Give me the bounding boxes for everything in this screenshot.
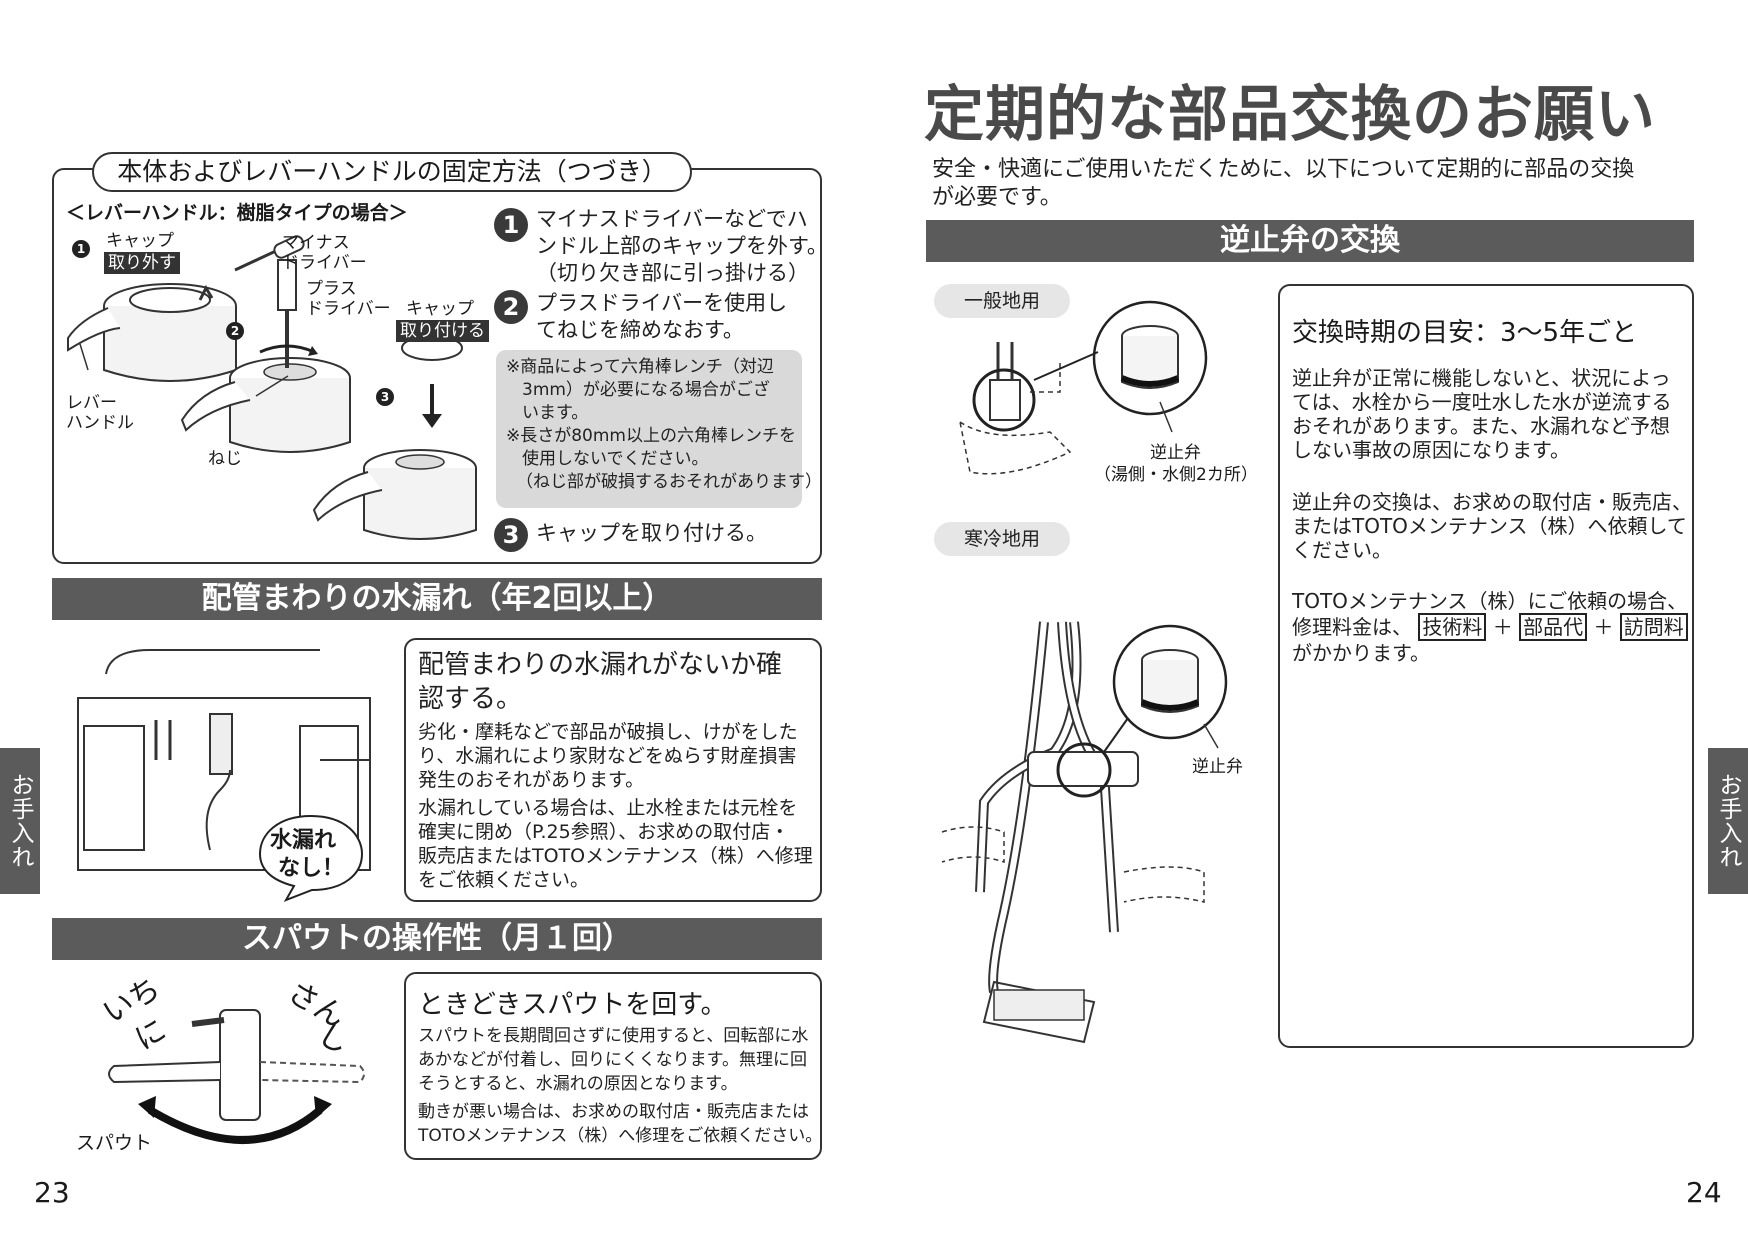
page-number-left: 23 — [34, 1176, 70, 1209]
valve-label-general-1: 逆止弁 — [1150, 443, 1201, 463]
bubble-text-2: なし！ — [278, 856, 345, 881]
step-2-number: 2 — [494, 290, 528, 324]
leak-para-2: 水漏れしている場合は、止水栓または元栓を 確実に閉め（P.25参照）、お求めの取… — [418, 797, 813, 891]
fig-label-remove: 取り外す — [104, 248, 180, 274]
speech-bubble — [258, 814, 364, 902]
side-tab-right: お手入れ — [1708, 748, 1748, 894]
valve-label-general-2: （湯側・水側2カ所） — [1094, 465, 1258, 485]
cold-valve-illustration — [941, 621, 1228, 1044]
replacement-para-2: 逆止弁の交換は、お求めの取付店・販売店、 またはTOTOメンテナンス（株）へ依頼… — [1292, 490, 1692, 562]
fee-parts: 部品代 — [1519, 613, 1588, 641]
leak-section-bar: 配管まわりの水漏れ（年2回以上） — [52, 578, 822, 620]
caution-note-text: ※商品によって六角棒レンチ（対辺 3mm）が必要になる場合がござ います。 ※長… — [506, 357, 822, 492]
fig-label-minus-driver-1: マイナス — [282, 233, 350, 253]
fig-label-lever-1: レバー — [66, 393, 117, 413]
fee-visit: 訪問料 — [1619, 613, 1688, 641]
fig-label-lever-2: ハンドル — [66, 413, 134, 433]
fig-step-2-marker: 2 — [226, 322, 244, 340]
leak-para-1: 劣化・摩耗などで部品が破損し、けがをした り、水漏れにより家財などをぬらす財産損… — [418, 721, 798, 791]
leak-heading: 配管まわりの水漏れがないか確 認する。 — [418, 650, 783, 714]
fig-label-plus-driver-1: プラス — [306, 279, 357, 299]
general-valve-illustration — [958, 300, 1208, 475]
step-3-number: 3 — [494, 518, 528, 552]
fig-step-1-marker: 1 — [72, 240, 90, 258]
spout-info-box — [404, 972, 822, 1160]
fix-section-title: 本体およびレバーハンドルの固定方法（つづき） — [117, 157, 667, 186]
replacement-para-1: 逆止弁が正常に機能しないと、状況によっ ては、水栓から一度吐水した水が逆流する … — [1292, 366, 1672, 462]
spout-para-2: 動きが悪い場合は、お求めの取付店・販売店または TOTOメンテナンス（株）へ修理… — [418, 1102, 823, 1146]
lever-handle-illustration — [67, 235, 477, 540]
right-intro: 安全・快適にご使用いただくために、以下について定期的に部品の交換 が必要です。 — [932, 157, 1635, 210]
page-number-right: 24 — [1686, 1176, 1722, 1209]
fig-label-plus-driver-2: ドライバー — [306, 299, 391, 319]
step-1-number: 1 — [494, 208, 528, 242]
fig-label-minus-driver-2: ドライバー — [282, 253, 367, 273]
fig-label-cap-attach: キャップ — [406, 299, 474, 319]
leak-info-box — [404, 638, 822, 902]
check-valve-section-bar: 逆止弁の交換 — [926, 220, 1694, 262]
replacement-heading: 交換時期の目安：3～5年ごと — [1292, 318, 1638, 348]
spout-para-1: スパウトを長期間回さずに使用すると、回転部に水 あかなどが付着し、回りにくくなり… — [418, 1026, 809, 1094]
replacement-info-box — [1278, 284, 1694, 1048]
right-page-title: 定期的な部品交換のお願い — [924, 80, 1656, 150]
step-3-text: キャップを取り付ける。 — [536, 521, 767, 545]
step-2-text: プラスドライバーを使用し てねじを締めなおす。 — [536, 291, 788, 342]
fig-label-screw: ねじ — [208, 449, 242, 469]
spout-illustration — [108, 1009, 365, 1144]
spout-heading: ときどきスパウトを回す。 — [418, 990, 727, 1020]
replacement-para-3: TOTOメンテナンス（株）にご依頼の場合、 修理料金は、 技術料 ＋ 部品代 ＋… — [1292, 589, 1688, 665]
spout-label: スパウト — [76, 1132, 153, 1154]
side-tab-left: お手入れ — [0, 748, 40, 894]
fig-label-attach: 取り付ける — [396, 316, 489, 342]
caution-note-box — [496, 350, 802, 508]
pill-cold-area: 寒冷地用 — [934, 522, 1070, 556]
spout-section-bar: スパウトの操作性（月１回） — [52, 918, 822, 960]
fix-section-title-pill: 本体およびレバーハンドルの固定方法（つづき） — [92, 152, 692, 192]
fee-technical: 技術料 — [1418, 613, 1487, 641]
valve-label-cold: 逆止弁 — [1192, 757, 1243, 777]
pill-general-area: 一般地用 — [934, 284, 1070, 318]
bubble-text-1: 水漏れ — [270, 828, 337, 853]
fig-step-3-marker: 3 — [376, 388, 394, 406]
fix-subtitle: ＜レバーハンドル：樹脂タイプの場合＞ — [66, 202, 408, 224]
step-1-text: マイナスドライバーなどでハ ンドル上部のキャップを外す。 （切り欠き部に引っ掛け… — [536, 207, 828, 285]
fig-label-cap: キャップ — [106, 231, 174, 251]
